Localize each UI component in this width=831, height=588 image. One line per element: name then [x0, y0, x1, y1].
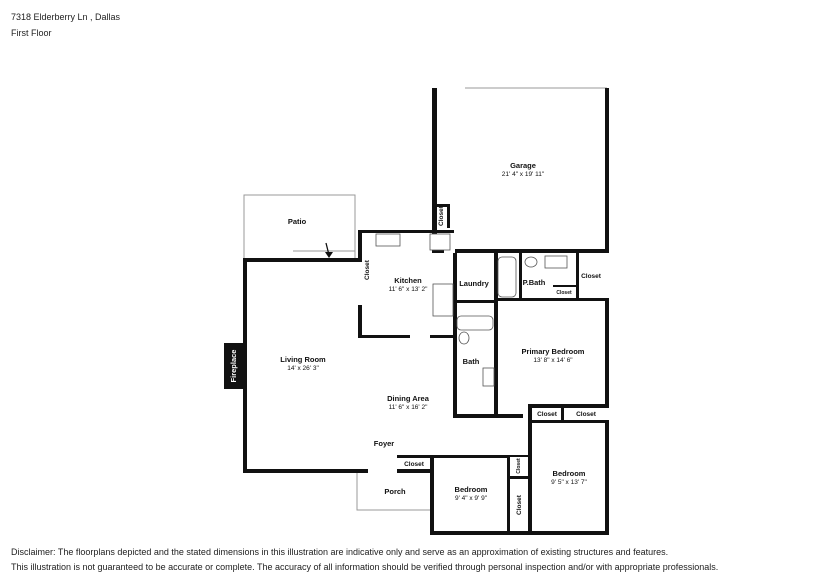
kitchen-sink: [375, 233, 401, 247]
disclaimer-line-2: This illustration is not guaranteed to b…: [11, 562, 719, 572]
bedroom-2-label: Bedroom: [553, 469, 586, 478]
garage-label: Garage: [510, 161, 536, 170]
fireplace-block: [224, 343, 243, 389]
pbath-small-closet-label: Closet: [556, 290, 572, 296]
bath-toilet: [458, 331, 470, 345]
living-room-dims: 14' x 26' 3": [287, 365, 319, 372]
hall-closet-label: Closet: [516, 458, 522, 474]
bath-tub: [456, 315, 494, 331]
foyer-label: Foyer: [374, 439, 395, 448]
kitchen-range: [432, 283, 454, 317]
kitchen-label: Kitchen: [394, 276, 422, 285]
disclaimer-line-1: Disclaimer: The floorplans depicted and …: [11, 547, 669, 557]
dining-area-label: Dining Area: [387, 394, 430, 403]
bedroom-1-closet-label: Closet: [516, 494, 523, 515]
patio-outline: [243, 194, 356, 258]
bedroom-1-dims: 9' 4" x 9' 9": [455, 495, 488, 502]
garage-dims: 21' 4" x 19' 11": [502, 171, 545, 178]
walls: [224, 88, 609, 535]
fireplace-label: Fireplace: [229, 350, 238, 383]
pbath-toilet: [524, 256, 538, 268]
bath-label: Bath: [463, 357, 480, 366]
address-heading: 7318 Elderberry Ln , Dallas: [11, 12, 121, 22]
kitchen-fridge: [429, 233, 451, 251]
entry-arrow-head-icon: [325, 252, 333, 258]
pbath-tub: [497, 256, 517, 298]
kitchen-closet-label: Closet: [364, 259, 371, 280]
living-room-label: Living Room: [280, 355, 326, 364]
kitchen-dims: 11' 6" x 13' 2": [389, 286, 428, 293]
bath-sink: [482, 367, 495, 387]
garage-closet-label: Closet: [438, 205, 445, 226]
foyer-closet-label: Closet: [404, 461, 425, 468]
patio-label: Patio: [288, 217, 307, 226]
bedroom-1-label: Bedroom: [455, 485, 488, 494]
bedroom-2-dims: 9' 5" x 13' 7": [551, 479, 587, 486]
primary-closet-1-label: Closet: [537, 411, 558, 418]
porch-label: Porch: [384, 487, 406, 496]
pbath-label: P.Bath: [523, 278, 546, 287]
dining-area-dims: 11' 6" x 16' 2": [389, 404, 428, 411]
primary-bedroom-label: Primary Bedroom: [522, 347, 585, 356]
primary-closet-2-label: Closet: [576, 411, 597, 418]
porch-outline: [356, 470, 432, 511]
pbath-closet-label: Closet: [581, 273, 602, 280]
fixtures: [325, 233, 568, 387]
floor-label: First Floor: [11, 28, 52, 38]
primary-bedroom-dims: 13' 8" x 14' 6": [533, 357, 573, 364]
pbath-sink: [544, 255, 568, 269]
laundry-label: Laundry: [459, 279, 489, 288]
